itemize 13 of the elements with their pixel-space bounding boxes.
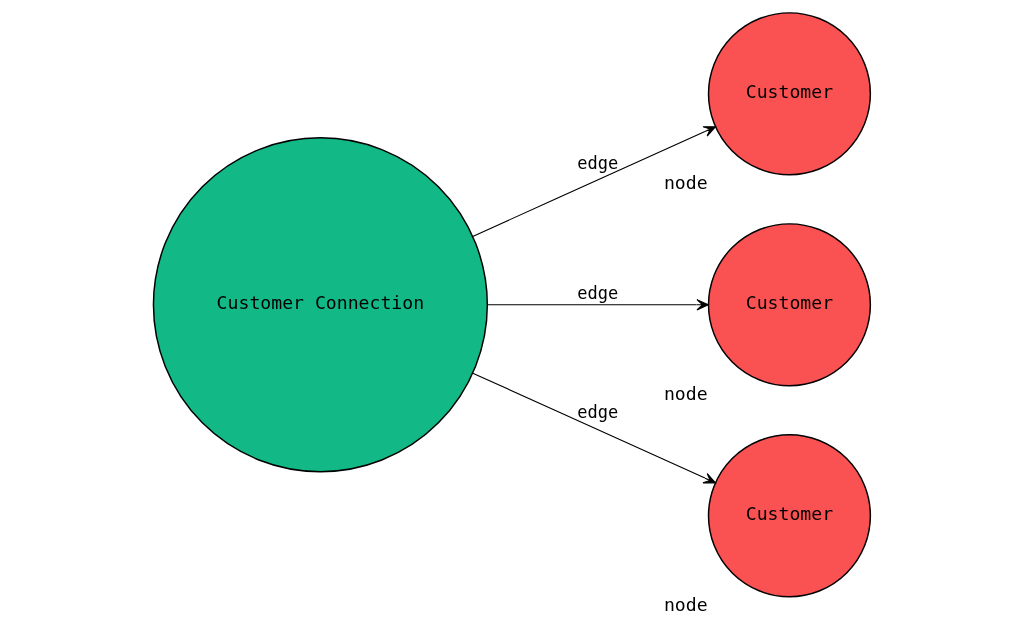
node-circle: Customer Connection [152, 137, 489, 473]
node-label: node [663, 383, 708, 405]
arrow [472, 372, 716, 484]
edge-label: edge [577, 152, 619, 173]
node-circle: Customer [707, 223, 872, 387]
node-label: node [663, 172, 708, 194]
edge-label: edge [577, 402, 619, 423]
node-circle: Customer [707, 12, 872, 176]
edge-label: edge [577, 283, 619, 304]
node-label: node [663, 594, 708, 616]
node-circle: Customer [707, 434, 872, 598]
arrow [472, 126, 716, 237]
arrow [486, 299, 709, 311]
